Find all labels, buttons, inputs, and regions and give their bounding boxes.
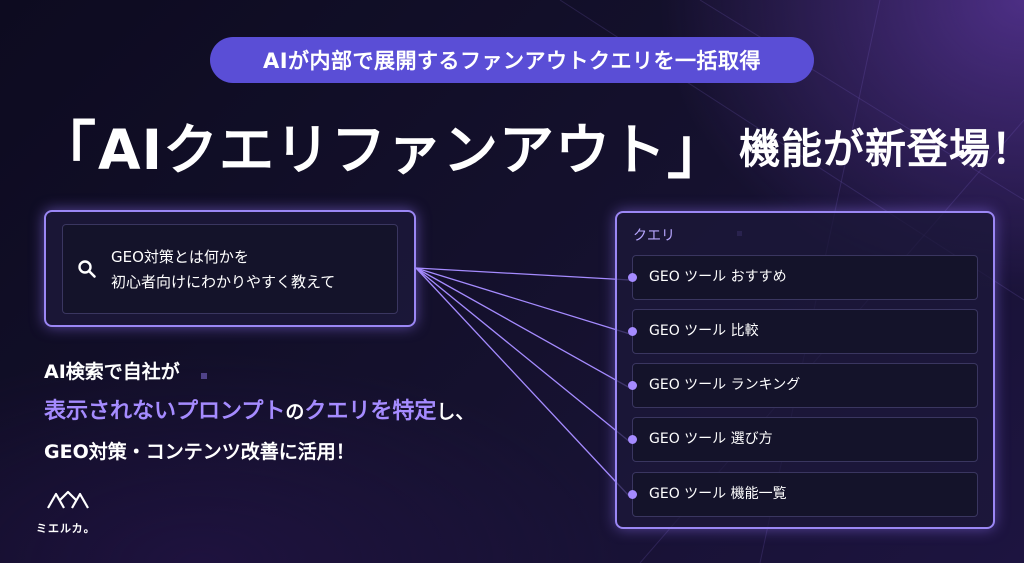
prompt-search-box: GEO対策とは何かを 初心者向けにわかりやすく教えて <box>44 210 416 327</box>
headline-close-bracket: 」 <box>667 114 730 187</box>
pill-text: AIが内部で展開するファンアウトクエリを一括取得 <box>262 49 762 73</box>
description-mid: の <box>285 401 305 423</box>
description-end: し、 <box>436 401 475 423</box>
highlight-prompt: 表示されないプロンプト <box>44 399 286 424</box>
query-item: GEO ツール 比較 <box>628 309 978 354</box>
description-line-2: 表示されないプロンプトのクエリを特定し、 <box>44 392 474 432</box>
feature-pill-banner: AIが内部で展開するファンアウトクエリを一括取得 <box>210 37 814 83</box>
query-panel: クエリ GEO ツール おすすめ GEO ツール 比較 GEO ツール ランキン… <box>615 211 995 529</box>
query-item-text: GEO ツール ランキング <box>649 377 801 393</box>
query-item: GEO ツール おすすめ <box>628 255 978 300</box>
search-line-1: GEO対策とは何かを <box>111 248 249 266</box>
description-line-3: GEO対策・コンテンツ改善に活用！ <box>44 441 355 463</box>
query-item-text: GEO ツール おすすめ <box>649 269 787 285</box>
query-item-text: GEO ツール 機能一覧 <box>649 486 787 502</box>
query-item-text: GEO ツール 選び方 <box>649 431 773 447</box>
headline-sub: 機能が新登場！ <box>739 125 1024 173</box>
search-inner: GEO対策とは何かを 初心者向けにわかりやすく教えて <box>62 224 398 314</box>
search-line-2: 初心者向けにわかりやすく教えて <box>111 273 336 291</box>
logo-text: ミエルカ。 <box>36 522 96 535</box>
query-item-text: GEO ツール 比較 <box>649 323 759 339</box>
connector-dot <box>628 490 637 499</box>
description-text: AI検索で自社が 表示されないプロンプトのクエリを特定し、 GEO対策・コンテン… <box>44 352 474 472</box>
connector-dot <box>628 327 637 336</box>
query-panel-label: クエリ <box>633 228 675 244</box>
highlight-query: クエリを特定 <box>304 399 437 424</box>
query-item: GEO ツール 機能一覧 <box>628 472 978 517</box>
query-item: GEO ツール ランキング <box>628 363 978 408</box>
connector-dot <box>628 381 637 390</box>
search-icon <box>78 260 96 278</box>
connector-dot <box>628 435 637 444</box>
search-prompt-text: GEO対策とは何かを 初心者向けにわかりやすく教えて <box>111 245 335 295</box>
headline-main: AIクエリファンアウト <box>98 118 668 182</box>
headline: 「 AIクエリファンアウト 」 機能が新登場！ <box>34 100 1024 190</box>
description-line-1: AI検索で自社が <box>44 361 180 383</box>
query-item: GEO ツール 選び方 <box>628 417 978 462</box>
connector-dot <box>628 273 637 282</box>
mieruca-logo-icon <box>47 490 89 509</box>
headline-open-bracket: 「 <box>34 114 97 187</box>
